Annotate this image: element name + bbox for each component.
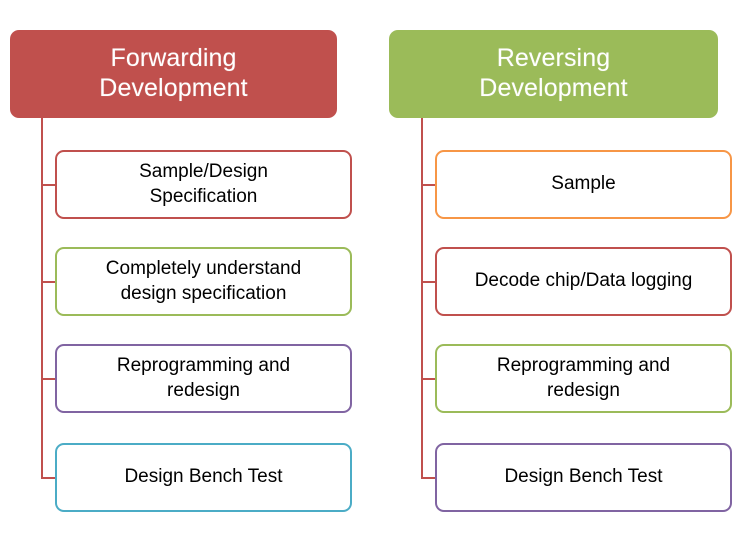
node-forwarding-2[interactable]: Completely understand design specificati… (55, 247, 352, 316)
column-forwarding: Forwarding Development Sample/Design Spe… (10, 30, 352, 512)
node-forwarding-1[interactable]: Sample/Design Specification (55, 150, 352, 219)
connector-branch-forwarding-2 (41, 281, 55, 283)
column-reversing: Reversing Development Sample Decode chip… (375, 0, 750, 553)
node-reversing-1[interactable]: Sample (435, 150, 732, 219)
node-reversing-4-line1: Design Bench Test (504, 466, 663, 488)
node-reversing-3[interactable]: Reprogramming and redesign (435, 344, 732, 413)
connector-trunk-reversing (421, 118, 423, 478)
node-forwarding-1-text: Sample/Design Specification (139, 160, 268, 209)
node-forwarding-2-text: Completely understand design specificati… (106, 257, 301, 306)
node-reversing-3-text: Reprogramming and redesign (497, 354, 670, 403)
connector-branch-forwarding-3 (41, 378, 55, 380)
header-forwarding-line2: Development (99, 74, 248, 102)
header-node-reversing[interactable]: Reversing Development (389, 30, 718, 118)
connector-branch-reversing-4 (421, 477, 435, 479)
node-reversing-2-text: Decode chip/Data logging (475, 269, 693, 293)
node-forwarding-4[interactable]: Design Bench Test (55, 443, 352, 512)
node-forwarding-3-line2: redesign (167, 379, 240, 401)
connector-trunk-forwarding (41, 118, 43, 478)
node-forwarding-1-line2: Specification (149, 185, 258, 207)
node-forwarding-2-line2: design specification (120, 282, 287, 304)
node-reversing-4-text: Design Bench Test (504, 465, 662, 489)
node-reversing-2-line1: Decode chip/Data logging (474, 270, 693, 292)
node-forwarding-1-line1: Sample/Design (139, 161, 268, 183)
node-forwarding-4-text: Design Bench Test (124, 465, 282, 489)
node-reversing-2[interactable]: Decode chip/Data logging (435, 247, 732, 316)
node-reversing-3-line2: redesign (547, 379, 620, 401)
header-node-reversing-text: Reversing Development (479, 43, 627, 103)
connector-branch-reversing-3 (421, 378, 435, 380)
node-forwarding-3[interactable]: Reprogramming and redesign (55, 344, 352, 413)
node-reversing-3-line1: Reprogramming and (496, 355, 671, 377)
header-node-forwarding[interactable]: Forwarding Development (10, 30, 337, 118)
header-reversing-line1: Reversing (496, 44, 611, 72)
header-node-forwarding-text: Forwarding Development (99, 43, 247, 103)
header-forwarding-line1: Forwarding (110, 44, 237, 72)
connector-branch-forwarding-4 (41, 477, 55, 479)
node-forwarding-3-text: Reprogramming and redesign (117, 354, 290, 403)
header-reversing-line2: Development (479, 74, 628, 102)
node-forwarding-3-line1: Reprogramming and (116, 355, 291, 377)
node-reversing-1-line1: Sample (551, 173, 616, 195)
node-forwarding-4-line1: Design Bench Test (124, 466, 283, 488)
connector-branch-reversing-2 (421, 281, 435, 283)
node-reversing-1-text: Sample (551, 172, 615, 196)
node-reversing-4[interactable]: Design Bench Test (435, 443, 732, 512)
node-forwarding-2-line1: Completely understand (105, 258, 302, 280)
connector-branch-forwarding-1 (41, 184, 55, 186)
connector-branch-reversing-1 (421, 184, 435, 186)
